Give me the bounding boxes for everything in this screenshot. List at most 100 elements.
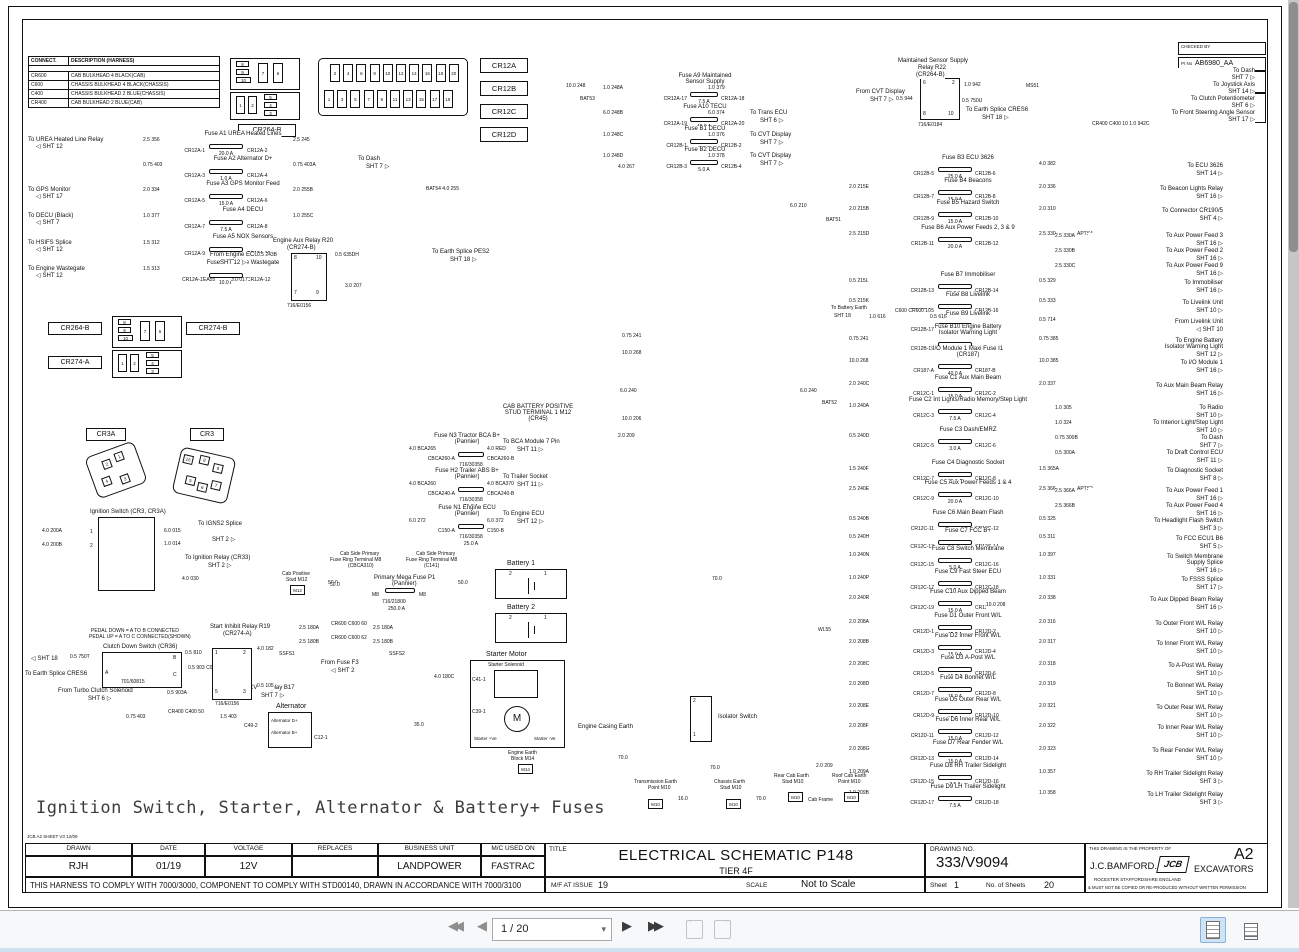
pin-label: CR12C-6 [975, 443, 996, 450]
battery-2-label: Battery 2 [507, 604, 536, 612]
dest-label: To Trailer Socket [503, 474, 548, 481]
pin-label: CR12B-12 [975, 241, 999, 248]
pin-label: CR12C-19 [878, 605, 934, 612]
sheet-ref: SHT 11 [517, 447, 544, 454]
fuse-name: Fuse A9 Maintained [678, 73, 732, 80]
dest-label: To Ignition Relay (CR33) [185, 555, 251, 562]
wire-label: 2.0 208D [849, 681, 870, 688]
wire-label: 4.0 267 [618, 164, 635, 171]
dest-label: To Earth Splice CRES6 [966, 107, 1029, 114]
dest-label: Supply Splice [1088, 560, 1223, 567]
tb-sheet-label: Sheet [930, 882, 947, 889]
dest-label: To Outer Front W/L Relay [1088, 621, 1223, 628]
first-page-button[interactable]: ◀◀ [448, 919, 464, 934]
wire-label: BAT52 [822, 400, 837, 407]
wire-label: WL55 [818, 627, 832, 634]
tb-date-value: 01/19 [132, 856, 205, 877]
pin-label: CR12A-6 [247, 198, 268, 205]
battery-plate [528, 622, 529, 638]
connector-upper-half [112, 316, 182, 348]
wire-label: 6.0 248B [603, 110, 624, 117]
previous-page-button[interactable]: ◀ [477, 919, 487, 934]
sheet-ref: SHT 10 [1088, 327, 1223, 334]
scrollbar-thumb[interactable] [1289, 2, 1298, 252]
fuse-symbol [938, 709, 972, 714]
vertical-scrollbar[interactable] [1288, 0, 1299, 908]
wire-label: 0.5 750U [962, 98, 983, 105]
wire-label: 4.0 382 [1039, 161, 1056, 168]
fuse-name: Fuse B7 Immobiliser [940, 272, 996, 279]
pin-label: CR12D-8 [975, 691, 996, 698]
earth-block-label: Block M14 [511, 756, 535, 763]
fuse-name: Fuse D2 Inner Front W/L [934, 633, 1002, 640]
continuous-pages-icon-2 [1244, 936, 1258, 940]
dest-label: Isolator Warning Light [1088, 344, 1223, 351]
fuse-name: Fuse C2 Int Lights/Radio Memory/Step Lig… [908, 397, 1028, 404]
single-page-view-button[interactable] [1200, 917, 1226, 943]
sheet-ref: SHT 10 [1088, 629, 1223, 636]
fuse-name: Primary Mega Fuse P1 [374, 575, 436, 582]
earth-point-label: Roof Cab Earth [832, 773, 867, 780]
connector-pin-2: 2 [130, 354, 139, 372]
wire-label: 4.0 BCA370 [487, 481, 514, 488]
amp-rating: 20.0 A [938, 499, 972, 506]
sheet-ref: SHT 7 [1115, 75, 1255, 82]
wire-label: BAT51 [826, 217, 841, 224]
tb-replaces-header: REPLACES [292, 843, 378, 856]
sheet-ref: SHT 17 [36, 194, 63, 201]
fuse-symbol [690, 139, 718, 144]
wire-label: 2.5 330B [1055, 248, 1076, 255]
fuse-name: Fuse B3 ECU 3626 [942, 155, 994, 162]
fuse-name: Fuse B9 Livelink [945, 311, 991, 318]
connector-pin-13: 13 [403, 90, 414, 108]
tb-title-value: ELECTRICAL SCHEMATIC P148 [618, 847, 854, 864]
fuse-symbol [938, 625, 972, 630]
connector-pin-19: 19 [442, 90, 453, 108]
amp-rating: 25.0 A [938, 174, 972, 181]
primary-mega-fuse-group: Cab Side Primary Fuse Ring Terminal M8 (… [278, 548, 548, 620]
wire-label: 0.5 810 [185, 650, 202, 657]
connector-pin-6: 6 [155, 321, 165, 341]
tb-sheets-value: 20 [1044, 880, 1055, 890]
stud-m10-tag: M10 [788, 792, 803, 802]
wire-label: 2.0 316 [1039, 619, 1056, 626]
fuse-symbol [690, 117, 718, 122]
wire-label: 2.5 215D [849, 231, 870, 238]
previous-view-icon[interactable]: ⌐ [686, 916, 703, 939]
pin-label: CR12A-17 [643, 96, 687, 103]
fuse-symbol [938, 167, 972, 172]
connector-pin-12: 12 [396, 64, 406, 82]
tb-scale-label: SCALE [746, 882, 768, 889]
schematic-sheet-page: 123456789 123456789 FEDCBA FEDCBA JCB CA… [0, 0, 1288, 908]
pin-label: CR12A-5 [153, 198, 205, 205]
fuse-symbol [938, 387, 972, 392]
wire-label: 10.0 385 [1039, 358, 1059, 365]
fuse-name: (CR187) [956, 352, 980, 359]
last-page-button[interactable]: ▶▶ [648, 919, 664, 934]
next-page-button[interactable]: ▶ [622, 919, 632, 934]
jcb-logo: JCB [1156, 856, 1190, 873]
next-view-icon[interactable]: ¬ [714, 916, 731, 939]
connector-upper-half [230, 58, 300, 90]
sheet-ref: SHT 5 [1088, 544, 1223, 551]
sheet-ref: SHT 7 [1088, 443, 1223, 450]
pin-label: 7 [294, 290, 297, 297]
fuse-symbol [938, 752, 972, 757]
wire-label: 2.0 209 [618, 433, 635, 440]
dest-label: To Draft Control ECU [1088, 450, 1223, 457]
wire-label: 0.5 325 [1039, 516, 1056, 523]
page-number-combobox[interactable]: 1 / 20▾ [492, 918, 612, 941]
earth-block-label: Engine Earth [508, 750, 537, 757]
checked-by-label: CHECKED BY [1181, 44, 1211, 50]
connector-pin-5: 5 [264, 94, 277, 100]
fuse-name: Fuse A10 TECU [683, 104, 727, 111]
sheet-ref: SHT 18 [31, 656, 58, 663]
wire-label: 1.0 240N [849, 552, 870, 559]
fuse-name: Fuse B5 Hazard Switch [936, 200, 1000, 207]
continuous-view-button[interactable] [1238, 917, 1264, 943]
wire-label: 2.0 319 [1039, 681, 1056, 688]
dest-label: To Interior Light/Step Light [1088, 420, 1223, 427]
fuse-symbol [938, 687, 972, 692]
amp-rating: 40.0 A [938, 371, 972, 378]
fuse-symbol [938, 472, 972, 477]
